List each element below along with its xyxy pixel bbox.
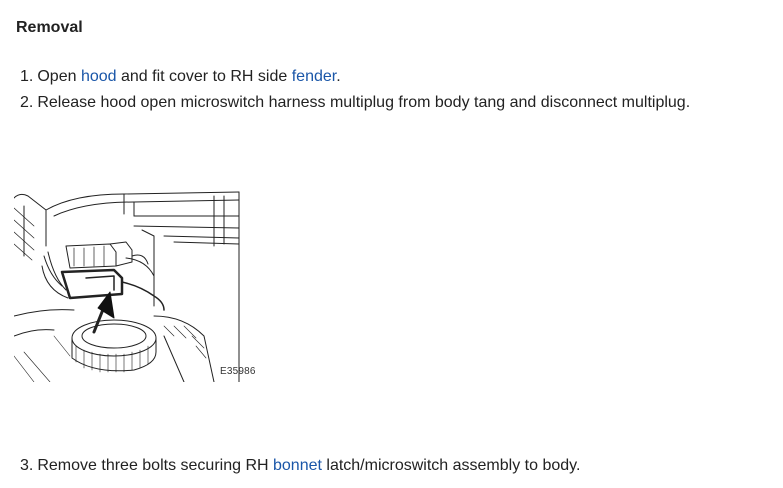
step-2: 2.Release hood open microswitch harness … [20,93,690,113]
step-number: 2. [20,94,34,111]
line-drawing [14,191,240,382]
microswitch-illustration: E35986 [14,186,264,382]
fender-link[interactable]: fender [291,68,337,85]
step-text: Remove three bolts securing RH [37,457,273,474]
step-text: latch/microswitch assembly to body. [321,457,581,474]
step-text: and fit cover to RH side [116,68,292,85]
step-text: Open [37,68,81,85]
step-number: 1. [20,68,34,85]
step-text: . [336,68,341,85]
step-text: Release hood open microswitch harness mu… [37,94,691,111]
step-number: 3. [20,457,34,474]
step-1: 1.Open hood and fit cover to RH side fen… [20,67,341,87]
section-heading: Removal [16,19,83,36]
bonnet-link[interactable]: bonnet [273,457,322,474]
hood-link[interactable]: hood [80,68,117,85]
figure-reference-label: E35986 [220,366,256,377]
step-3: 3.Remove three bolts securing RH bonnet … [20,456,580,476]
